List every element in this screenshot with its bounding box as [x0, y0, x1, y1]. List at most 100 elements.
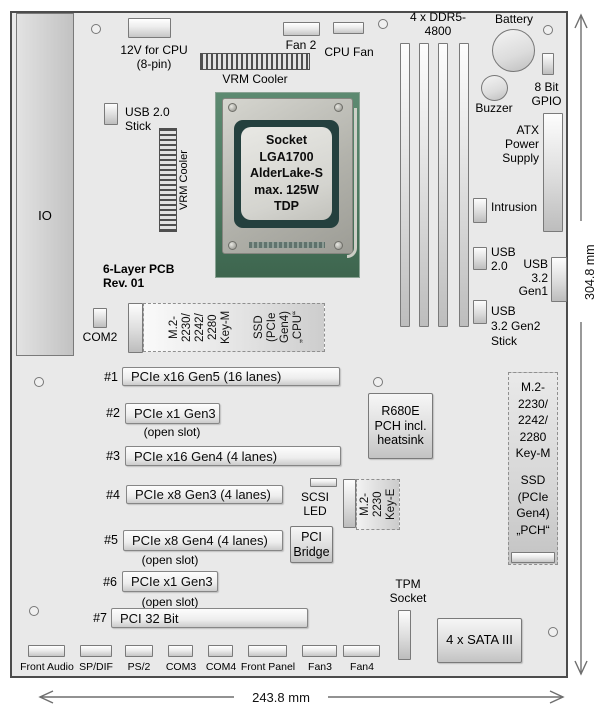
cpu-power-connector [128, 18, 171, 38]
ddr5-slot-2 [419, 43, 429, 327]
front-audio-label: Front Audio [20, 661, 74, 673]
pcie-slot-5: PCIe x8 Gen4 (4 lanes) [123, 530, 283, 551]
open-slot-label: (open slot) [141, 553, 199, 567]
m2-pch-type-label: M.2- 2230/ 2242/ 2280 Key-M [515, 380, 551, 460]
pci-bridge-chip: PCI Bridge [290, 526, 333, 563]
fan3-connector [302, 645, 337, 657]
m2-keye-slot [356, 479, 400, 530]
fan2-connector [283, 22, 320, 36]
slot-label: PCIe x8 Gen3 (4 lanes) [135, 487, 271, 502]
m2-cpu-slot [143, 303, 325, 352]
cpu-power-label: 12V for CPU (8-pin) [120, 43, 188, 71]
usb2-stick-label: USB 2.0 Stick [125, 105, 170, 133]
ddr5-label: 4 x DDR5- 4800 [409, 10, 466, 38]
intrusion-connector [473, 198, 487, 223]
cpu-fan-connector [333, 22, 364, 34]
cpu-socket-label: Socket LGA1700 AlderLake-S max. 125W TDP [241, 127, 332, 220]
ddr5-slot-4 [459, 43, 469, 327]
screw-icon [334, 103, 343, 112]
vrm-cooler-left-label: VRM Cooler [178, 150, 190, 210]
cpu-fan-label: CPU Fan [324, 45, 374, 59]
com4-connector [208, 645, 233, 657]
m2-cpu-type-label: M.2- 2230/ 2242/ 2280 Key-M [168, 310, 232, 345]
pcie-slot-6: PCIe x1 Gen3 [122, 571, 218, 592]
tpm-label: TPM Socket [389, 577, 427, 605]
front-panel-connector [248, 645, 287, 657]
com4-label: COM4 [205, 661, 237, 673]
vrm-cooler-top-label: VRM Cooler [222, 72, 288, 86]
atx-connector [543, 113, 563, 232]
pcb-rev-label: 6-Layer PCB Rev. 01 [103, 262, 175, 290]
screw-icon [228, 103, 237, 112]
mounting-hole [543, 25, 553, 35]
sata-ports: 4 x SATA III [437, 618, 522, 663]
io-label: IO [38, 208, 52, 223]
slot-number-4: #4 [106, 488, 120, 502]
battery [492, 29, 535, 72]
spdif-connector [80, 645, 112, 657]
vrm-cooler-top [200, 53, 310, 70]
mounting-hole [548, 627, 558, 637]
buzzer-label: Buzzer [475, 101, 513, 115]
usb32-gen1-label: USB 3.2 Gen1 [518, 257, 548, 298]
slot-label: PCI 32 Bit [120, 610, 179, 626]
m2-pch-ssd-label: SSD (PCIe Gen4) „PCH“ [516, 473, 550, 537]
buzzer [481, 75, 508, 101]
com3-label: COM3 [165, 661, 197, 673]
m2-pch-connector [511, 552, 555, 563]
gpio-connector [542, 53, 554, 75]
slot-number-1: #1 [104, 370, 118, 384]
fan4-connector [343, 645, 380, 657]
socket-etching [249, 242, 325, 248]
slot-label: PCIe x8 Gen4 (4 lanes) [132, 533, 268, 548]
slot-number-3: #3 [106, 449, 120, 463]
vrm-cooler-left [159, 128, 177, 232]
gpio-label: 8 Bit GPIO [531, 80, 562, 108]
slot-label: PCIe x1 Gen3 [131, 574, 213, 589]
ddr5-slot-3 [438, 43, 448, 327]
com3-connector [168, 645, 193, 657]
usb2-header [473, 247, 487, 270]
pcie-slot-3: PCIe x16 Gen4 (4 lanes) [125, 446, 341, 466]
usb2-label: USB 2.0 [491, 245, 516, 273]
scsi-led [310, 478, 337, 487]
mounting-hole [34, 377, 44, 387]
pcie-slot-4: PCIe x8 Gen3 (4 lanes) [126, 485, 283, 504]
intrusion-label: Intrusion [491, 200, 538, 214]
usb32-gen2-label: USB 3.2 Gen2 Stick [491, 304, 541, 348]
slot-label: PCIe x1 Gen3 [134, 406, 216, 421]
scsi-led-label: SCSI LED [300, 490, 329, 518]
usb32-gen2-header [473, 300, 487, 324]
board-height-dimension: 304.8 mm [583, 244, 597, 300]
slot-label: PCIe x16 Gen5 (16 lanes) [131, 369, 282, 384]
m2-keye-connector [343, 479, 356, 528]
screw-icon [228, 241, 237, 250]
cpu-socket-photo: Socket LGA1700 AlderLake-S max. 125W TDP [215, 92, 360, 278]
mounting-hole [378, 19, 388, 29]
open-slot-label: (open slot) [143, 425, 201, 439]
fan4-label: Fan4 [350, 661, 374, 673]
mounting-hole [29, 606, 39, 616]
front-panel-label: Front Panel [240, 661, 296, 673]
socket-lever [347, 108, 357, 258]
screw-icon [334, 241, 343, 250]
slot-number-6: #6 [103, 575, 117, 589]
ddr5-slot-1 [400, 43, 410, 327]
com2-connector [93, 308, 107, 328]
atx-label: ATX Power Supply [502, 123, 539, 165]
open-slot-label: (open slot) [141, 595, 199, 609]
io-panel [16, 13, 74, 356]
m2-cpu-ssd-label: SSD (PCIe Gen4) „CPU“ [253, 311, 304, 344]
usb2-stick-connector [104, 103, 118, 125]
slot-number-5: #5 [104, 533, 118, 547]
usb32-gen1-connector [551, 257, 567, 302]
slot-number-2: #2 [106, 406, 120, 420]
fan3-label: Fan3 [308, 661, 332, 673]
pci-slot-7: PCI 32 Bit [111, 608, 308, 628]
m2-cpu-connector [128, 303, 143, 353]
ps2-label: PS/2 [127, 661, 151, 673]
tpm-socket [398, 610, 411, 660]
ps2-connector [125, 645, 153, 657]
slot-number-7: #7 [93, 611, 107, 625]
